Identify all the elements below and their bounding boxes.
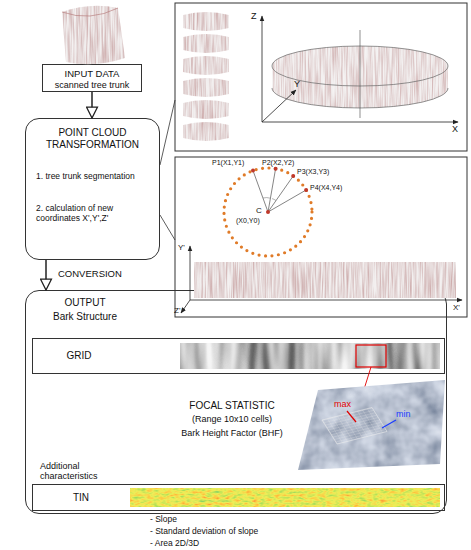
box-subheading: Bark Structure [30,311,140,323]
trunk-slice [183,78,229,97]
leader-line [160,215,175,240]
section-point [304,188,308,192]
z-prime-axis [181,300,190,313]
axis-label: X [452,124,458,134]
segmentation-panel [175,3,467,151]
radius-line [268,176,293,212]
slice-ring [272,30,448,118]
z-axis [262,16,263,122]
axis-label: X' [453,303,460,312]
focal-leader [355,367,371,418]
characteristic-item: - Slope [150,515,177,525]
band-label: TIN [33,485,129,510]
method-title: FOCAL STATISTIC [189,400,274,412]
grid-raster [180,343,440,369]
trunk-slice [183,12,229,31]
y-prime-axis [190,246,191,300]
axis-label: Z [251,11,257,21]
radius-line [268,190,306,212]
polar-section [224,167,312,256]
angle-arc [272,199,276,201]
box-heading: POINT CLOUD TRANSFORMATION [32,127,153,151]
process-box: POINT CLOUD TRANSFORMATION 1. tree trunk … [25,118,160,260]
unrolled-strip [181,246,462,313]
step-text: 1. tree trunk segmentation [32,171,153,181]
section-point [274,167,278,171]
box-heading: OUTPUT [30,297,140,309]
method-note: Bark Height Factor (BHF) [181,428,283,438]
input-box: INPUT DATAscanned tree trunk [42,64,142,92]
box-body: scanned tree trunk [45,80,139,91]
step-text: 2. calculation of new coordinates X',Y',… [32,203,153,223]
trunk-slice [183,122,229,141]
xyz-axes [262,16,458,122]
trunk-slice [183,34,229,53]
point-label: P2(X2,Y2) [262,159,294,167]
center-point [266,210,270,214]
surface-model [298,380,445,470]
radius-line [268,169,276,212]
y-axis [262,90,296,122]
section-points [224,168,312,256]
band-label: GRID [33,339,125,373]
trunk-top-edge [62,8,118,16]
radius-line [253,171,268,212]
x-prime-axis [190,300,462,301]
point-label: P1(X1,Y1) [212,159,244,167]
bark-surface-3d [298,380,445,470]
grid-band: GRID [32,338,445,374]
trunk-slices [183,12,229,141]
center-label: C [256,206,262,215]
section-label: Additional characteristics [40,461,124,482]
flow-arrow [45,260,47,290]
ring-bottom-outline [272,88,448,108]
min-pointer [382,420,396,428]
point-label: P3(X3,Y3) [297,168,329,176]
max-pointer [347,411,356,422]
ring-band [272,46,448,108]
max-label: max [334,399,351,409]
trunk-illustration [62,6,125,65]
x-axis [262,122,458,123]
section-point [291,174,295,178]
edge-label: CONVERSION [58,269,122,280]
focal-window [356,345,386,367]
tin-band: TIN [32,484,445,511]
center-label: (X0,Y0) [236,217,260,225]
characteristic-item: - Standard deviation of slope [150,527,258,537]
method-note: (Range 10x10 cells) [192,414,272,424]
axis-label: Y' [178,243,185,252]
min-label: min [396,409,411,419]
section-point [251,169,255,173]
unrolled-bark [194,262,456,298]
angle-arc [263,197,270,199]
characteristic-item: - Area 2D/3D [150,539,199,549]
trunk-point-cloud [62,6,125,65]
connector-layer [46,92,92,290]
axis-label: Y [294,79,300,89]
tin-raster [130,488,440,507]
cell-grid [322,408,387,445]
ring-axis [360,30,361,118]
trunk-slice [183,100,229,119]
flow-arrow [91,92,93,118]
coordinates-panel [175,157,467,317]
box-heading: INPUT DATA [45,68,139,79]
trunk-slice [183,56,229,75]
point-label: P4(X4,Y4) [310,184,342,192]
leader-line [160,100,175,165]
axis-label: Z' [174,306,180,315]
